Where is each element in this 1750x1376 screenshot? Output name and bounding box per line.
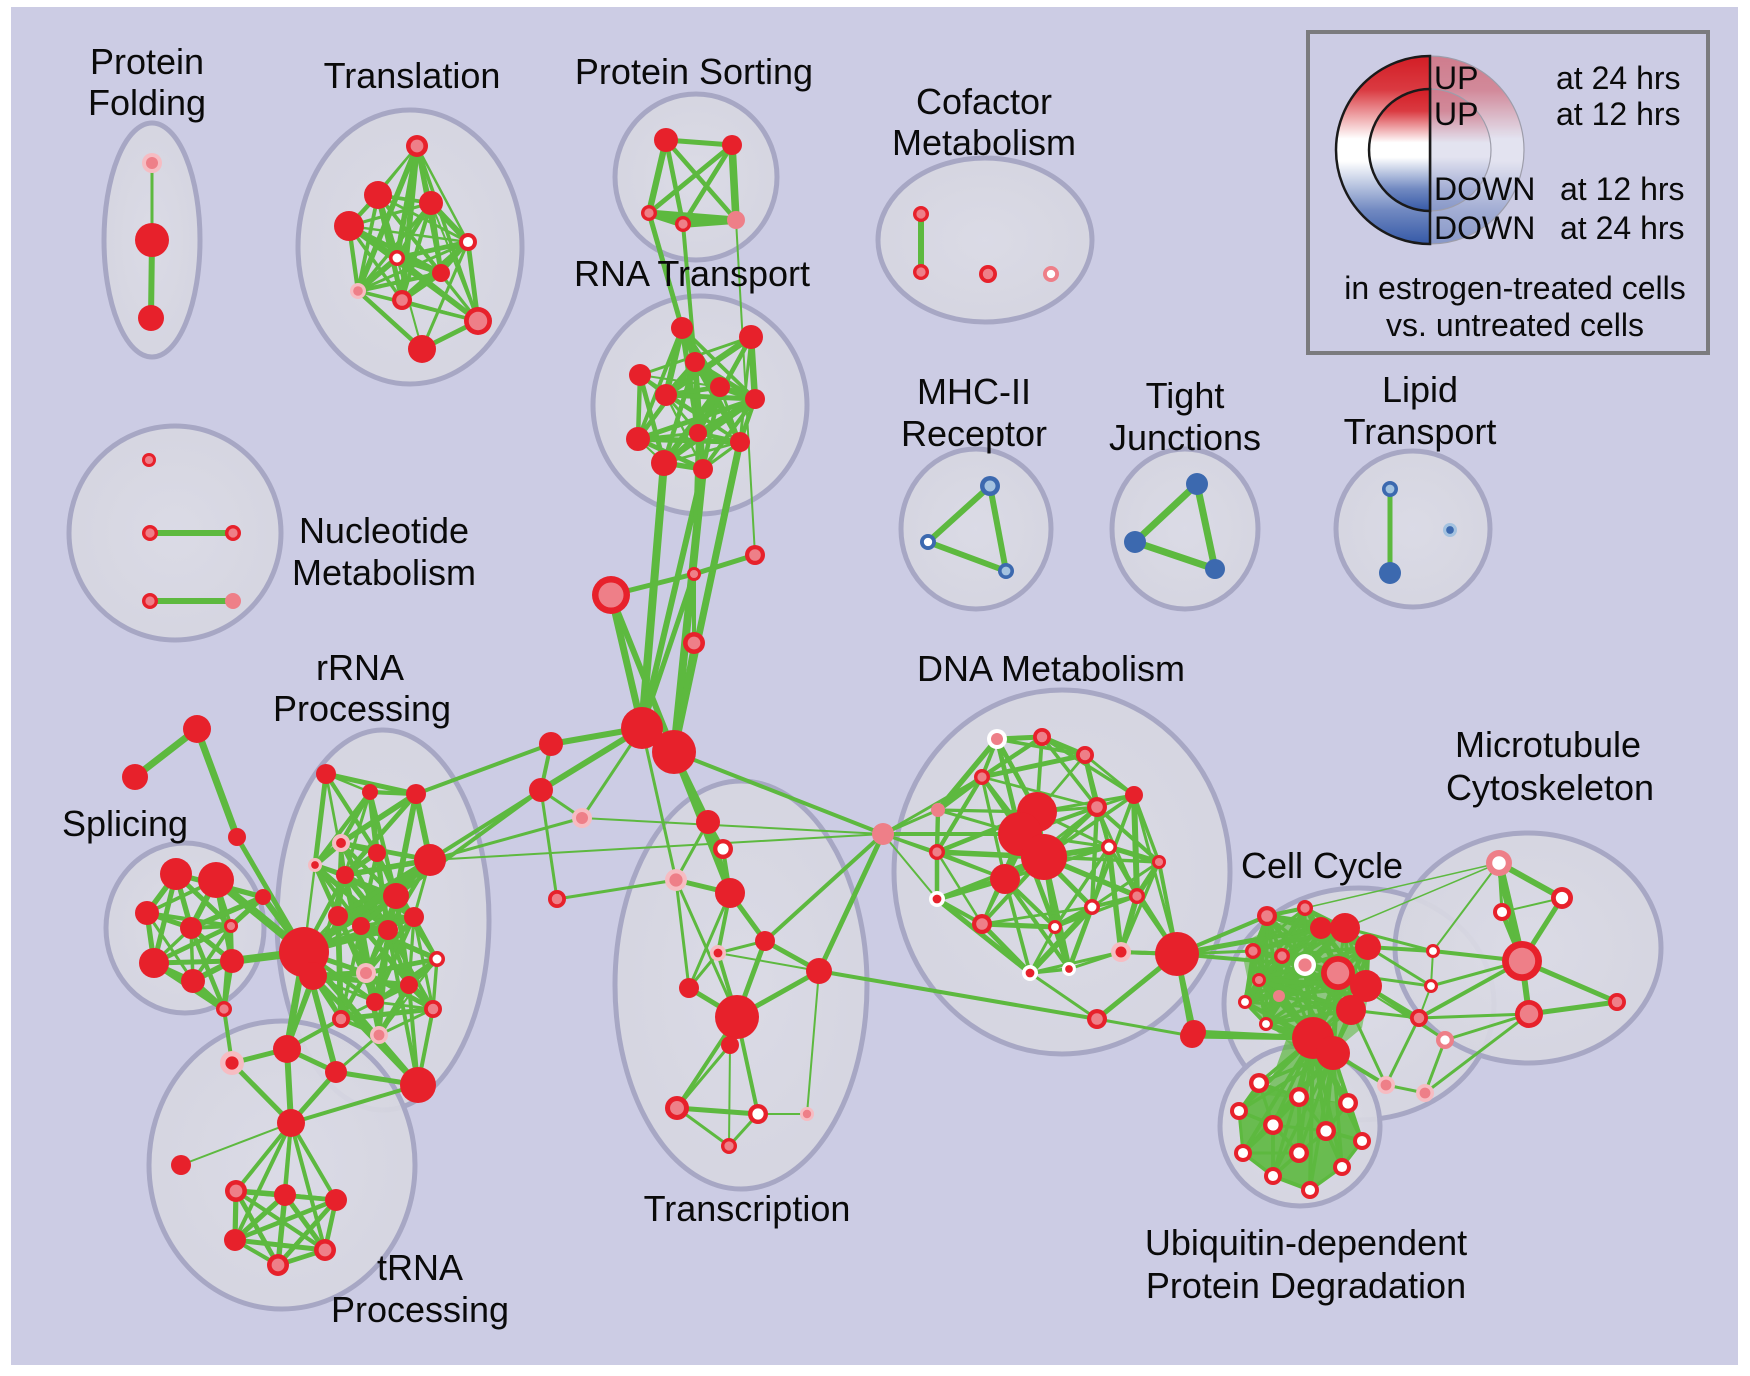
svg-text:UP: UP	[1434, 60, 1478, 96]
svg-text:Translation: Translation	[324, 55, 501, 96]
svg-text:Cell Cycle: Cell Cycle	[1241, 845, 1403, 886]
svg-text:Metabolism: Metabolism	[892, 122, 1076, 163]
svg-text:Protein Sorting: Protein Sorting	[575, 51, 813, 92]
svg-text:RNA Transport: RNA Transport	[574, 253, 810, 294]
svg-text:Ubiquitin-dependent: Ubiquitin-dependent	[1145, 1222, 1467, 1263]
svg-text:DOWN: DOWN	[1434, 210, 1535, 246]
svg-text:at 12 hrs: at 12 hrs	[1556, 96, 1681, 132]
svg-text:Protein: Protein	[90, 41, 204, 82]
svg-text:Receptor: Receptor	[901, 413, 1047, 454]
svg-text:UP: UP	[1434, 96, 1478, 132]
svg-text:Cofactor: Cofactor	[916, 81, 1052, 122]
svg-text:Lipid: Lipid	[1382, 369, 1458, 410]
svg-text:in estrogen-treated cells: in estrogen-treated cells	[1344, 270, 1686, 306]
svg-text:Transport: Transport	[1344, 411, 1497, 452]
svg-text:Processing: Processing	[331, 1289, 509, 1330]
svg-text:Processing: Processing	[273, 688, 451, 729]
svg-text:Transcription: Transcription	[644, 1188, 851, 1229]
svg-text:Folding: Folding	[88, 82, 206, 123]
svg-text:at 24 hrs: at 24 hrs	[1556, 60, 1681, 96]
svg-text:at 24 hrs: at 24 hrs	[1560, 210, 1685, 246]
svg-text:Protein Degradation: Protein Degradation	[1146, 1265, 1466, 1306]
svg-text:Microtubule: Microtubule	[1455, 724, 1641, 765]
svg-text:MHC-II: MHC-II	[917, 371, 1031, 412]
svg-text:tRNA: tRNA	[377, 1247, 463, 1288]
svg-text:Splicing: Splicing	[62, 803, 188, 844]
svg-text:Cytoskeleton: Cytoskeleton	[1446, 767, 1654, 808]
svg-text:Nucleotide: Nucleotide	[299, 510, 469, 551]
svg-text:Junctions: Junctions	[1109, 417, 1261, 458]
svg-text:Tight: Tight	[1146, 375, 1225, 416]
svg-text:rRNA: rRNA	[316, 647, 404, 688]
svg-text:at 12 hrs: at 12 hrs	[1560, 171, 1685, 207]
svg-text:DNA Metabolism: DNA Metabolism	[917, 648, 1185, 689]
svg-text:vs. untreated cells: vs. untreated cells	[1386, 307, 1644, 343]
svg-text:Metabolism: Metabolism	[292, 552, 476, 593]
svg-text:DOWN: DOWN	[1434, 171, 1535, 207]
